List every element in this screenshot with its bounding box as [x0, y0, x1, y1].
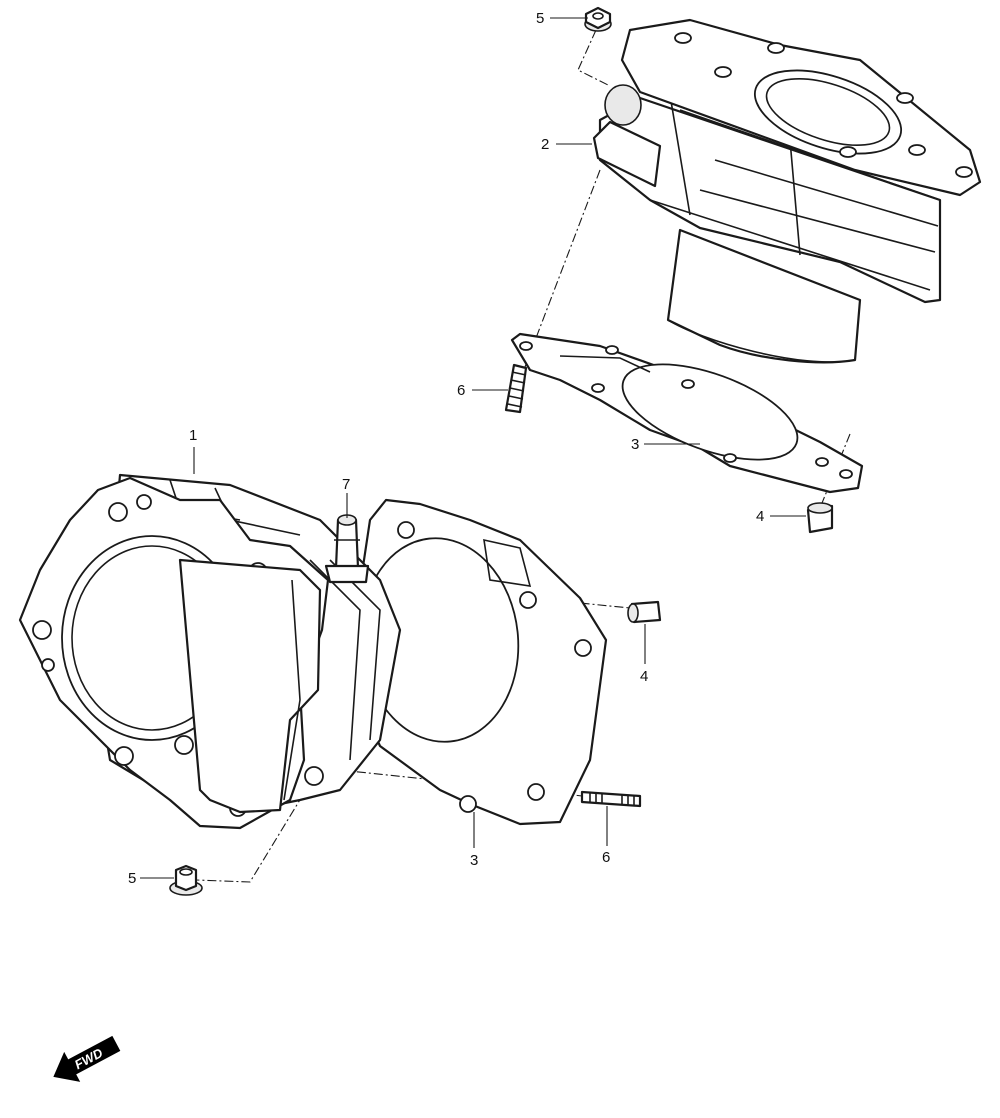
callout-leaders [140, 17, 806, 879]
front-dowel-pin [627, 600, 662, 624]
callout-front-fitting: 7 [342, 476, 350, 493]
callout-labels: 5 2 6 3 4 1 7 4 3 6 5 [128, 10, 764, 887]
callout-front-nut: 5 [128, 870, 136, 887]
top-head-gasket [510, 332, 864, 494]
front-head-gasket [353, 498, 608, 826]
top-flange-nut [584, 6, 612, 32]
top-stud-bolt [504, 363, 528, 414]
callout-front-gasket: 3 [470, 852, 478, 869]
front-flange-nut [169, 864, 203, 896]
fwd-direction-badge: FWD [53, 1035, 121, 1082]
callout-front-cylinder: 1 [189, 427, 197, 444]
front-stud-bolt [580, 790, 642, 808]
callout-top-nut: 5 [536, 10, 544, 27]
top-cylinder-barrel [592, 18, 982, 364]
callout-top-dowel: 4 [756, 508, 764, 525]
front-cylinder-block [18, 473, 402, 830]
callout-front-dowel: 4 [640, 668, 648, 685]
front-coolant-fitting [324, 514, 370, 584]
top-dowel-pin [806, 502, 834, 534]
callout-top-stud: 6 [457, 382, 465, 399]
callout-front-stud: 6 [602, 849, 610, 866]
fwd-arrow-icon [53, 1035, 121, 1082]
callout-top-gasket: 3 [631, 436, 639, 453]
callout-top-cylinder: 2 [541, 136, 549, 153]
